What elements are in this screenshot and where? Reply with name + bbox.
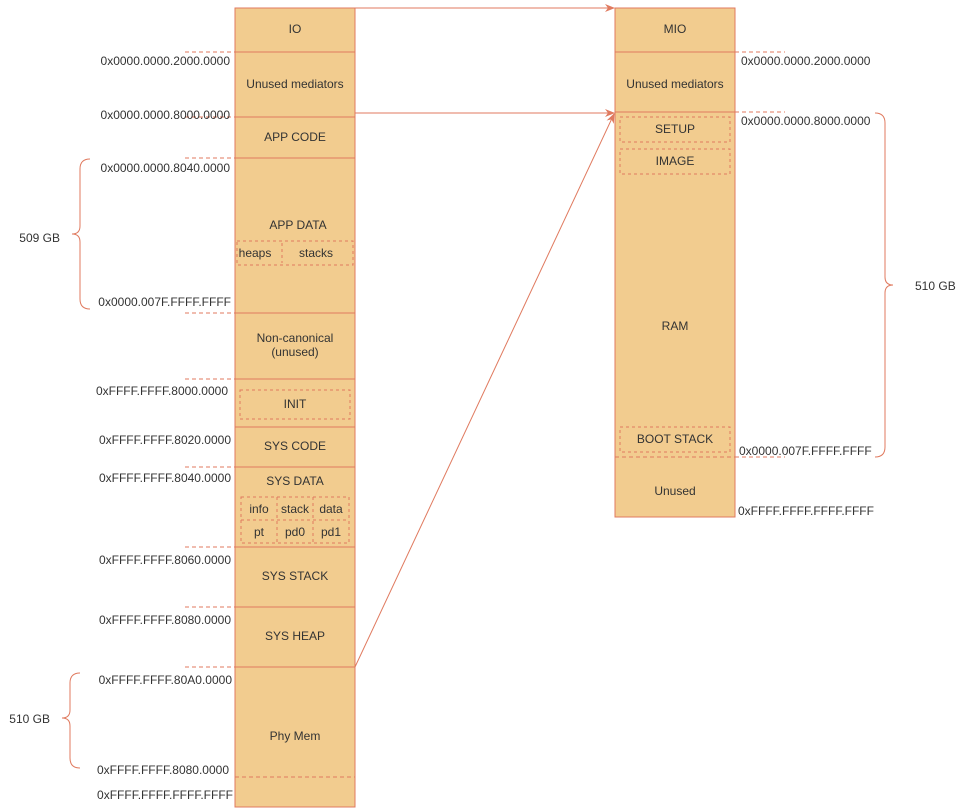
address-label: 0x0000.007F.FFFF.FFFF: [98, 295, 231, 309]
setup-box: [619, 116, 731, 143]
init-box: [239, 389, 351, 420]
sys-heap-label: SYS HEAP: [265, 629, 325, 643]
init-label: INIT: [284, 397, 307, 411]
address-label: 0xFFFF.FFFF.8080.0000: [99, 613, 231, 627]
left-column-box: [234, 7, 356, 808]
right-unused-mediators-label: Unused mediators: [626, 77, 723, 91]
sys-code-label: SYS CODE: [264, 439, 326, 453]
boot-stack-box: [619, 426, 731, 453]
address-label: 0xFFFF.FFFF.FFFF.FFFF: [97, 788, 233, 802]
setup-label: SETUP: [655, 122, 695, 136]
pd1-label: pd1: [321, 525, 341, 539]
phy-mem-label: Phy Mem: [270, 729, 321, 743]
size-brace-509gb: [71, 158, 91, 310]
address-label: 0xFFFF.FFFF.8000.0000: [96, 384, 228, 398]
address-label: 0xFFFF.FFFF.8060.0000: [99, 553, 231, 567]
pd0-label: pd0: [285, 525, 305, 539]
right-memory-column: MIO Unused mediators SETUP IMAGE RAM BOO…: [614, 7, 956, 518]
address-label: 0x0000.0000.2000.0000: [741, 54, 871, 68]
app-data-label: APP DATA: [269, 218, 326, 232]
address-label: 0xFFFF.FFFF.80A0.0000: [99, 673, 233, 687]
address-label: 0xFFFF.FFFF.8080.0000: [97, 763, 229, 777]
data-label: data: [319, 502, 343, 516]
heaps-label: heaps: [239, 246, 272, 260]
right-column-box: [614, 7, 736, 518]
address-label: 0x0000.007F.FFFF.FFFF: [739, 444, 872, 458]
address-label: 0x0000.0000.2000.0000: [101, 54, 231, 68]
non-canonical-label: Non-canonical: [257, 331, 334, 345]
address-label: 0xFFFF.FFFF.8020.0000: [99, 433, 231, 447]
stack-label: stack: [281, 502, 310, 516]
sys-stack-label: SYS STACK: [262, 569, 328, 583]
image-label: IMAGE: [656, 154, 695, 168]
right-unused-label: Unused: [654, 484, 695, 498]
image-box: [619, 148, 731, 175]
size-brace-510gb-ram: [874, 112, 894, 458]
size-label-510gb-ram: 510 GB: [915, 279, 956, 293]
size-label-509gb: 509 GB: [19, 231, 60, 245]
io-label: IO: [289, 22, 302, 36]
address-label: 0xFFFF.FFFF.8040.0000: [99, 471, 231, 485]
app-code-label: APP CODE: [264, 130, 326, 144]
address-label: 0x0000.0000.8040.0000: [101, 161, 231, 175]
ram-label: RAM: [662, 319, 689, 333]
address-label: 0xFFFF.FFFF.FFFF.FFFF: [738, 504, 874, 518]
size-brace-510gb-phy: [61, 672, 81, 769]
address-label: 0x0000.0000.8000.0000: [101, 108, 231, 122]
sys-data-label: SYS DATA: [266, 474, 324, 488]
pt-label: pt: [254, 525, 265, 539]
arrow-phy-mem-to-ram: [354, 113, 615, 668]
heaps-stacks-box: [236, 240, 354, 266]
left-memory-column: IO Unused mediators APP CODE APP DATA he…: [9, 7, 356, 808]
boot-stack-label: BOOT STACK: [637, 432, 713, 446]
unused-mediators-label: Unused mediators: [246, 77, 343, 91]
info-label: info: [249, 502, 269, 516]
mapping-arrows: [354, 4, 615, 668]
address-label: 0x0000.0000.8000.0000: [741, 114, 871, 128]
size-label-510gb-phy: 510 GB: [9, 712, 50, 726]
non-canonical-unused-label: (unused): [271, 345, 318, 359]
stacks-label: stacks: [299, 246, 333, 260]
mio-label: MIO: [664, 22, 687, 36]
